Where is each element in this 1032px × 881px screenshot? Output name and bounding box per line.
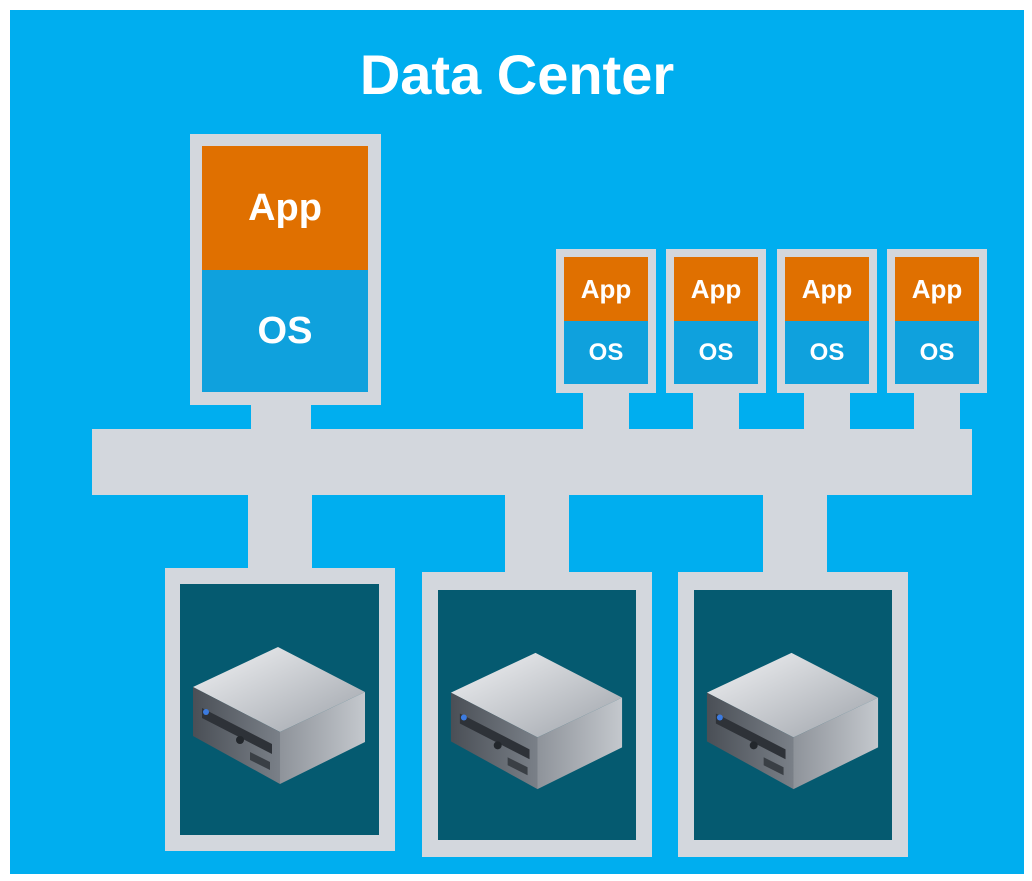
connector-vm-1	[583, 391, 629, 431]
os-layer: OS	[564, 321, 648, 384]
server-host-2	[422, 572, 652, 857]
vm-small-3: App OS	[777, 249, 877, 393]
server-panel	[438, 590, 636, 840]
server-panel	[180, 584, 379, 835]
server-icon	[706, 652, 879, 790]
connector-vm-3	[804, 391, 850, 431]
connector-server-1	[248, 493, 312, 571]
server-icon	[450, 652, 623, 790]
os-layer: OS	[785, 321, 869, 384]
diagram-title: Data Center	[359, 43, 675, 106]
connector-server-2	[505, 493, 569, 573]
app-layer: App	[895, 257, 979, 321]
app-layer: App	[674, 257, 758, 321]
connector-server-3	[763, 493, 827, 573]
server-host-3	[678, 572, 908, 857]
vm-small-4: App OS	[887, 249, 987, 393]
connector-vm-2	[693, 391, 739, 431]
connector-big-vm	[251, 402, 311, 432]
connector-vm-4	[914, 391, 960, 431]
os-layer: OS	[895, 321, 979, 384]
os-layer: OS	[202, 270, 368, 392]
app-layer: App	[564, 257, 648, 321]
vm-small-2: App OS	[666, 249, 766, 393]
app-layer: App	[202, 146, 368, 270]
os-layer: OS	[674, 321, 758, 384]
server-icon	[193, 647, 365, 784]
app-layer: App	[785, 257, 869, 321]
server-panel	[694, 590, 892, 840]
vm-small-1: App OS	[556, 249, 656, 393]
network-bus	[92, 429, 972, 495]
server-host-1	[165, 568, 395, 851]
vm-large: App OS	[190, 134, 381, 405]
